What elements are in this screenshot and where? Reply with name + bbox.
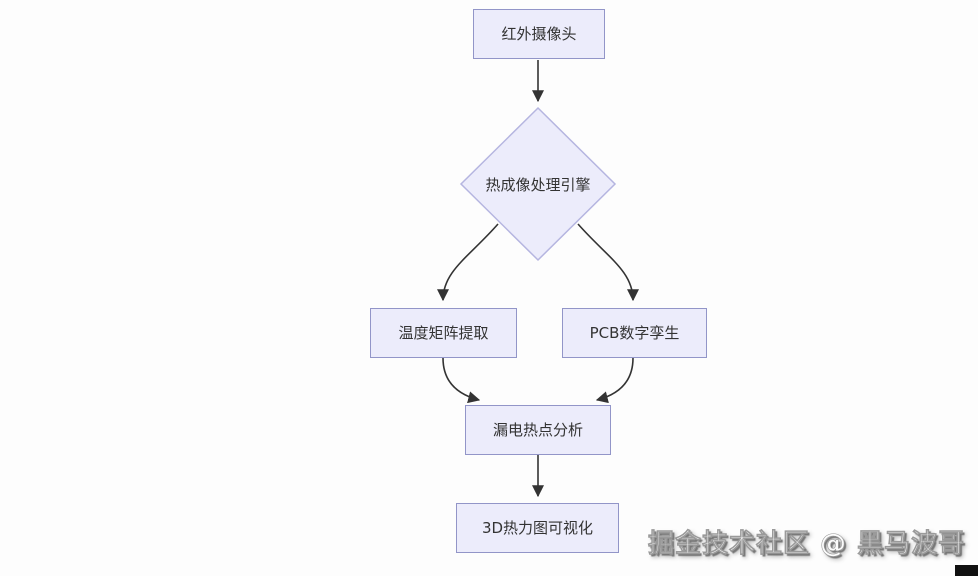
node-thermal-engine-label: 热成像处理引擎 xyxy=(485,175,591,194)
node-thermal-engine: 热成像处理引擎 xyxy=(458,169,618,199)
node-infrared-camera-label: 红外摄像头 xyxy=(501,25,577,43)
node-temperature-matrix-label: 温度矩阵提取 xyxy=(398,324,489,342)
node-pcb-digital-twin-label: PCB数字孪生 xyxy=(589,324,680,342)
edge-engine-to-matrix xyxy=(437,223,499,302)
watermark-text: 掘金技术社区 @ 黑马波哥 xyxy=(647,529,965,560)
edge-matrix-to-hotspot xyxy=(442,357,481,404)
node-3d-heatmap-visualization: 3D热力图可视化 xyxy=(456,503,619,553)
node-leakage-hotspot-analysis-label: 漏电热点分析 xyxy=(492,421,583,439)
node-3d-heatmap-visualization-label: 3D热力图可视化 xyxy=(481,519,594,537)
node-temperature-matrix: 温度矩阵提取 xyxy=(370,308,517,358)
corner-black-block xyxy=(955,565,978,576)
node-leakage-hotspot-analysis: 漏电热点分析 xyxy=(465,405,611,455)
node-engine-diamond-shape xyxy=(459,106,617,262)
edge-pcb-to-hotspot xyxy=(595,357,634,404)
node-infrared-camera: 红外摄像头 xyxy=(473,9,605,59)
node-pcb-digital-twin: PCB数字孪生 xyxy=(562,308,707,358)
edge-engine-to-pcb xyxy=(577,223,639,302)
